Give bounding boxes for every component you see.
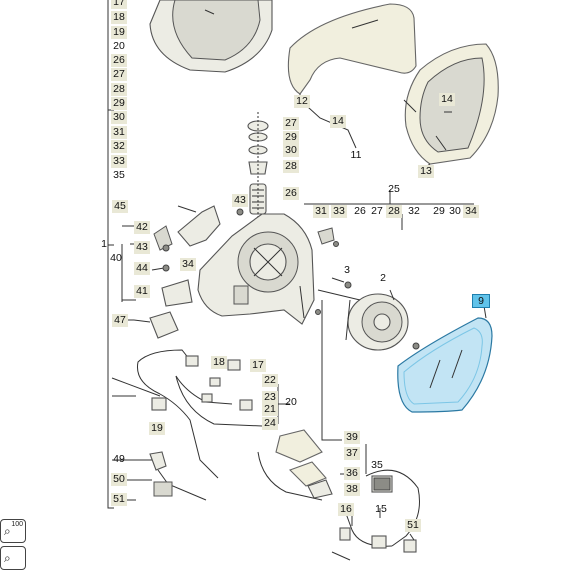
part-label-39: 39 [344,431,360,444]
part-label-40: 40 [110,252,122,264]
part-label-18: 18 [111,11,127,24]
part-label-45: 45 [112,200,128,213]
part-label-30: 30 [111,111,127,124]
part-label-20: 20 [113,40,125,52]
part-label-50: 50 [111,473,127,486]
part-label-16: 16 [338,503,354,516]
part-label-42: 42 [134,221,150,234]
part-label-24: 24 [262,417,278,430]
part-label-29c: 29 [433,205,445,217]
part-label-43: 43 [134,241,150,254]
part-label-17: 17 [111,0,127,9]
part-label-20b: 20 [285,396,297,408]
part-label-34b: 34 [463,205,479,218]
part-label-26c: 26 [354,205,366,217]
part-label-51b: 51 [405,519,421,532]
part-label-9-highlighted[interactable]: 9 [472,294,490,308]
mirror-cap [287,3,417,95]
part-label-28c: 28 [386,205,402,218]
part-label-36: 36 [344,467,360,480]
part-label-27b: 27 [283,117,299,130]
part-label-17b: 17 [250,359,266,372]
part-label-15: 15 [375,503,387,515]
part-label-26: 26 [111,54,127,67]
part-label-19b: 19 [149,422,165,435]
part-label-35b: 35 [371,459,383,471]
grommet-49 [149,451,167,471]
part-label-34: 34 [180,258,196,271]
part-label-13: 13 [418,165,434,178]
bracket-left [107,0,114,509]
part-label-30c: 30 [449,205,461,217]
part-label-32b: 32 [408,205,420,217]
zoom-magnifier-icon: ⌕ [4,524,11,538]
part-label-11: 11 [350,149,362,161]
part-label-19: 19 [111,26,127,39]
part-label-35: 35 [113,169,125,181]
part-label-28: 28 [111,83,127,96]
part-label-32: 32 [111,140,127,153]
connector-19 [151,397,167,411]
zoom-100-button[interactable]: ⌕ 100 [0,519,26,543]
bracket-45 [177,205,221,247]
part-label-31b: 31 [313,205,329,218]
part-label-37: 37 [344,447,360,460]
part-label-27c: 27 [371,205,383,217]
part-label-29: 29 [111,97,127,110]
part-label-27: 27 [111,68,127,81]
cover-37 [275,429,323,463]
part-label-28b: 28 [283,160,299,173]
part-label-14b: 14 [330,115,346,128]
part-label-12: 12 [294,95,310,108]
part-label-23: 23 [262,391,278,404]
part-label-43b: 43 [232,194,248,207]
part-label-26b: 26 [283,187,299,200]
part-label-31: 31 [111,126,127,139]
part-label-51: 51 [111,493,127,506]
part-label-33b: 33 [331,205,347,218]
part-label-3: 3 [344,264,350,276]
part-label-25: 25 [388,183,400,195]
part-label-2: 2 [380,272,386,284]
part-label-29b: 29 [283,131,299,144]
part-label-22: 22 [262,374,278,387]
part-label-47: 47 [112,314,128,327]
part-label-30b: 30 [283,144,299,157]
zoom-alt-icon: ⌕ [4,551,11,565]
part-label-49: 49 [113,453,125,465]
part-label-41: 41 [134,285,150,298]
zoom-level-value: 100 [11,521,23,528]
bracket-41 [161,279,193,307]
part-label-1: 1 [101,238,107,250]
part-label-44: 44 [134,262,150,275]
zoom-secondary-button[interactable]: ⌕ [0,546,26,570]
part-label-38: 38 [344,483,360,496]
part-label-33: 33 [111,155,127,168]
part-label-18b: 18 [211,356,227,369]
part-label-14a: 14 [439,93,455,106]
part-label-21: 21 [262,403,278,416]
motor-47 [149,311,179,339]
